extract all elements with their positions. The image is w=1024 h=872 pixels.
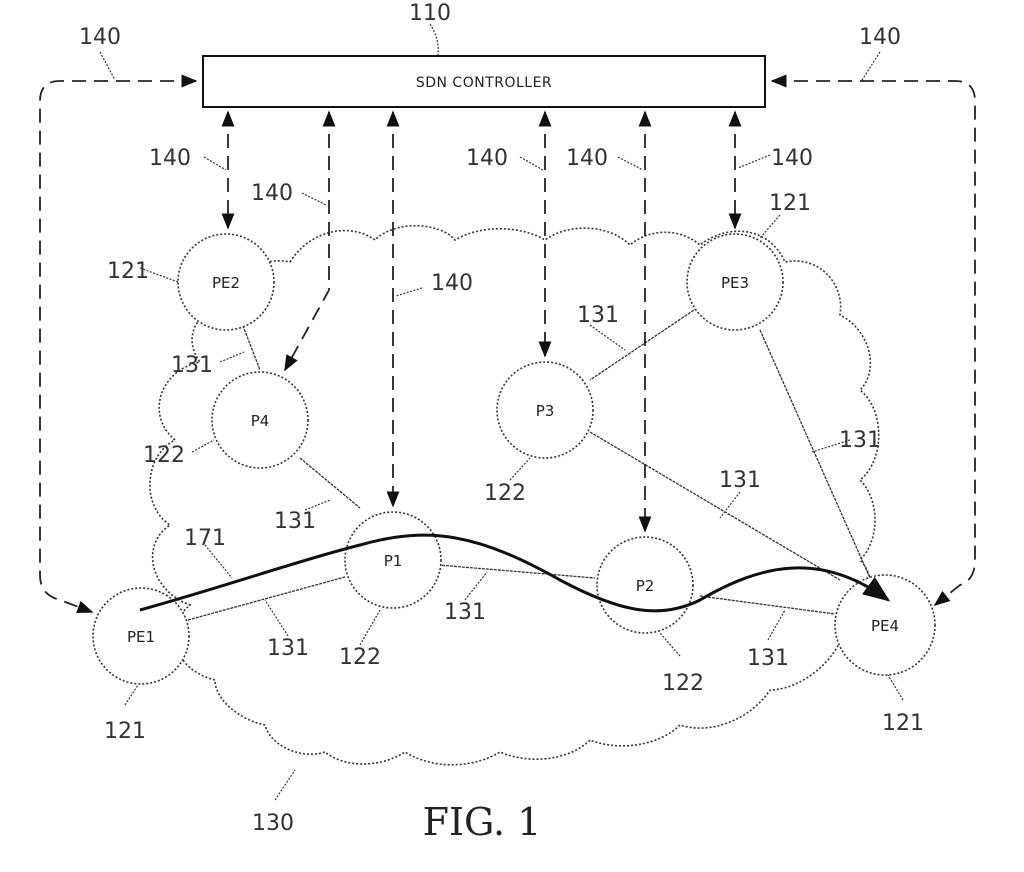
ref-131: 131 [719,468,761,493]
node-label: P3 [536,402,555,420]
node-p4[interactable]: P4 [211,371,309,469]
sdn-controller[interactable]: SDN CONTROLLER [202,55,766,108]
link-pe1-p1 [187,576,346,621]
leader-140-p2 [617,156,644,171]
leader-122-p4 [191,439,215,453]
leader-121-pe4 [887,674,904,701]
leader-121-pe3 [759,214,781,239]
leader-110 [429,23,439,56]
node-p2[interactable]: P2 [596,536,694,634]
node-label: PE4 [871,617,899,635]
node-pe2[interactable]: PE2 [177,233,275,331]
ref-140: 140 [79,25,121,50]
control-link-pe4 [770,74,976,607]
ref-121: 121 [882,711,924,736]
ref-131: 131 [444,600,486,625]
leader-140-pe3 [737,154,771,169]
leader-131-pe3p3 [589,324,626,351]
ref-131: 131 [577,303,619,328]
node-label: PE2 [212,274,240,292]
leader-131-pe3pe4 [811,439,851,453]
leader-140-p4 [301,192,327,206]
leader-130 [274,769,296,801]
ref-140: 140 [466,146,508,171]
ref-121: 121 [104,719,146,744]
leader-131-p1p2 [464,571,488,601]
leader-131-p2pe4 [767,609,786,641]
ref-122: 122 [339,645,381,670]
ref-121: 121 [107,259,149,284]
ref-122: 122 [143,443,185,468]
ref-110: 110 [409,1,451,26]
leader-140-p1 [395,287,423,297]
node-p3[interactable]: P3 [496,361,594,459]
ref-131: 131 [274,509,316,534]
link-pe3-pe4 [759,329,871,579]
node-label: P2 [636,577,655,595]
ref-140: 140 [859,25,901,50]
ref-140: 140 [149,146,191,171]
leader-140-pe2 [203,156,227,171]
leader-140-p3 [519,156,544,171]
leader-131-p3pe4 [719,491,741,519]
link-p1-p2 [437,564,596,579]
link-p4-p1 [299,457,361,509]
node-label: P1 [384,552,403,570]
control-link-pe1 [39,74,198,613]
node-pe1[interactable]: PE1 [92,587,190,685]
node-pe3[interactable]: PE3 [686,233,784,331]
leader-140-tr [861,51,881,81]
ref-140: 140 [251,181,293,206]
leader-131-p4p1 [304,499,331,511]
ref-122: 122 [484,481,526,506]
node-p1[interactable]: P1 [344,511,442,609]
leader-131-pe2 [219,351,245,363]
leader-122-p1 [359,609,381,646]
leader-171 [204,544,233,579]
figure-caption: FIG. 1 [423,800,542,844]
ref-140: 140 [566,146,608,171]
ref-131: 131 [747,646,789,671]
ref-171: 171 [184,526,226,551]
leader-131-pe1p1 [264,599,289,637]
ref-131: 131 [171,353,213,378]
leader-121-pe1 [124,684,139,706]
control-link-p4 [284,110,336,372]
leader-140-tl [99,51,116,81]
node-label: PE3 [721,274,749,292]
node-label: P4 [251,412,270,430]
link-p2-pe4 [699,595,836,615]
ref-121: 121 [769,191,811,216]
ref-130: 130 [252,811,294,836]
ref-140: 140 [431,271,473,296]
leader-122-p2 [659,632,681,657]
node-pe4[interactable]: PE4 [834,574,936,676]
node-label: PE1 [127,628,155,646]
ref-131: 131 [267,636,309,661]
ref-131: 131 [839,428,881,453]
ref-122: 122 [662,671,704,696]
path-171 [139,533,891,613]
leader-122-p3 [509,457,531,481]
ref-140: 140 [771,146,813,171]
controller-label: SDN CONTROLLER [416,75,552,91]
